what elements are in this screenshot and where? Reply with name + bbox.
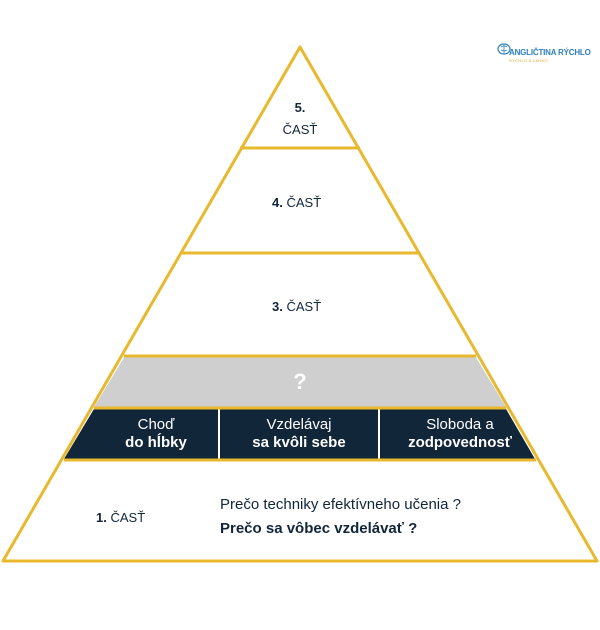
pillar-2-line1: Vzdelávaj [266, 416, 332, 433]
question-1: Prečo techniky efektívneho učenia ? [220, 496, 461, 513]
level-1-text: ČASŤ [110, 510, 146, 525]
level-5-label: 5. ČASŤ [280, 97, 320, 141]
logo-tagline: RÝCHLO A ĽAHKO [509, 58, 548, 63]
pillar-1-line2: do hĺbky [125, 434, 187, 451]
level-5-number: 5. [294, 100, 306, 115]
pillar-3: Sloboda a zodpovednosť [380, 410, 540, 458]
pillar-1-line1: Choď [137, 416, 175, 433]
pillar-3-line2: zodpovednosť [408, 434, 512, 451]
pillar-box-1-edge [64, 409, 94, 459]
band-question-mark: ? [293, 369, 307, 394]
pillar-2: Vzdelávaj sa kvôli sebe [220, 410, 378, 458]
level-4-number: 4. [272, 195, 283, 210]
level-4-label: 4. ČASŤ [272, 195, 321, 210]
level-3-label: 3. ČASŤ [272, 299, 321, 314]
pyramid-outline [1, 45, 599, 563]
pillar-box-2 [220, 409, 378, 459]
level-3-text: ČASŤ [286, 299, 322, 314]
gray-band [94, 356, 506, 407]
brain-icon [497, 43, 511, 55]
pillar-2-line2: sa kvôli sebe [252, 434, 346, 451]
pillar-box-1 [94, 409, 218, 459]
pillar-1: Choď do hĺbky [94, 410, 218, 458]
level-4-text: ČASŤ [286, 195, 322, 210]
logo-name: ANGLIČTINA RÝCHLO [509, 48, 591, 57]
level-1-questions: Prečo techniky efektívneho učenia ? Preč… [220, 494, 461, 540]
pillar-3-line1: Sloboda a [426, 416, 494, 433]
level-5-text: ČASŤ [282, 122, 318, 137]
question-2: Prečo sa vôbec vzdelávať ? [220, 520, 418, 537]
level-3-number: 3. [272, 299, 283, 314]
logo: ANGLIČTINA RÝCHLO RÝCHLO A ĽAHKO [497, 40, 597, 76]
pillar-box-3 [380, 409, 535, 459]
level-1-number: 1. [96, 510, 107, 525]
level-1-label: 1. ČASŤ [96, 510, 145, 525]
